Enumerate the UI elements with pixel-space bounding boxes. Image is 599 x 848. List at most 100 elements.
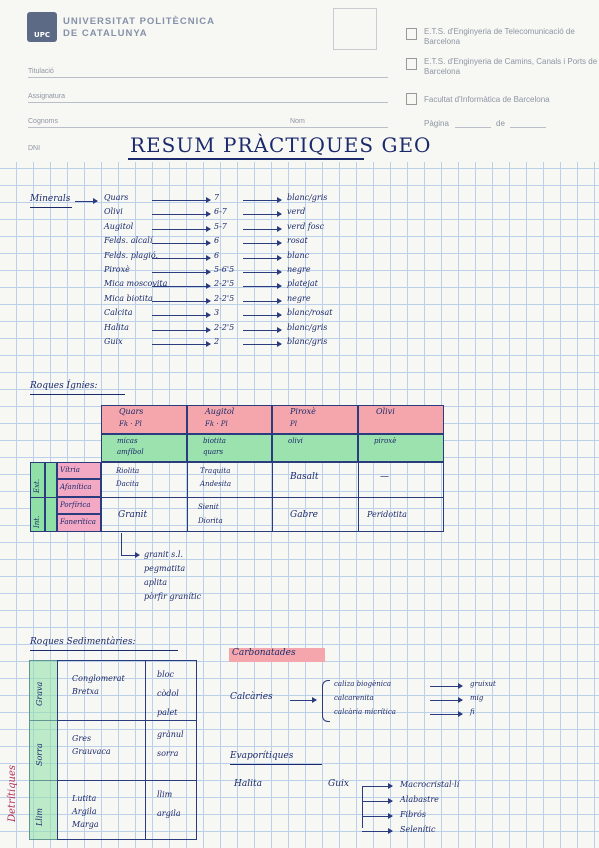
mineral-hardness: 6 (214, 250, 220, 260)
rock-ext: Basalt (290, 472, 319, 482)
arrow-icon (243, 297, 282, 304)
texture-label: Fanerítica (60, 518, 96, 526)
carbonates-rock: Calcàries (230, 692, 273, 702)
mineral-color: verd fosc (287, 221, 325, 231)
arrow-icon (362, 783, 393, 789)
carbonate-grain: gruixut (470, 680, 496, 688)
grain-size: llim (157, 790, 173, 799)
col-divider (358, 462, 359, 532)
mineral-header: Olivi (376, 407, 395, 416)
side-int: Int. (33, 515, 41, 528)
arrow-icon (362, 798, 393, 804)
field-nom: Nom (290, 118, 305, 125)
minerals-underline (30, 207, 72, 208)
checkbox-telecom[interactable] (406, 28, 417, 40)
mineral-secondary-cell (187, 434, 272, 462)
page-title: RESUM PRÀCTIQUES GEO (130, 133, 432, 157)
checkbox-fib[interactable] (406, 93, 417, 105)
mineral-secondary: piroxè (374, 437, 397, 445)
evaporite-variety: Alabastre (400, 795, 439, 804)
igneous-note: aplita (144, 578, 167, 587)
grain-size: bloc (157, 670, 174, 679)
rock-int: Diorita (198, 517, 223, 525)
carbonate-type: calcarenita (334, 694, 374, 702)
mineral-secondary-sub: quars (203, 448, 224, 456)
mineral-hardness: 6 (214, 236, 220, 246)
detritic-rock: Gres (72, 734, 92, 743)
arrow-icon (362, 828, 393, 834)
arrow-icon (152, 197, 211, 203)
arrow-icon (152, 283, 211, 290)
mineral-secondary-cell (358, 434, 444, 462)
page-label: Pàgina (424, 119, 449, 128)
minerals-heading: Minerals (30, 194, 71, 204)
mineral-header-cell (101, 405, 187, 434)
col-divider (272, 462, 273, 532)
arrow-icon (152, 341, 211, 347)
school-camins: E.T.S. d'Enginyeria de Camins, Canals i … (424, 57, 598, 76)
arrow-icon (290, 697, 317, 703)
evaporites-underline (230, 764, 322, 765)
mineral-header: Piroxè (290, 407, 316, 416)
rock-int: Gabre (290, 510, 318, 520)
mineral-color: blanc/gris (287, 337, 328, 346)
evaporite-rock: Halita (234, 779, 262, 789)
evaporite-variety: Macrocristal·lí (400, 780, 460, 789)
col-divider (187, 462, 188, 532)
arrow-icon (152, 269, 211, 275)
field-assignatura: Assignatura (28, 93, 65, 100)
field-cognoms: Cognoms (28, 118, 58, 125)
mineral-name: Guix (104, 337, 123, 346)
rock-int: Peridotita (367, 510, 407, 519)
grain-size: palet (157, 708, 178, 717)
university-name: UNIVERSITAT POLITÈCNICA DE CATALUNYA (63, 16, 215, 39)
mineral-name: Felds. plagió. (104, 250, 159, 260)
evaporite-variety: Fibrós (400, 810, 426, 819)
mineral-color: negre (287, 293, 311, 303)
brace-icon (322, 680, 330, 722)
mineral-header-sub: Fk · Pl (205, 420, 228, 428)
carbonate-type: caliza biogènica (334, 680, 392, 688)
mineral-secondary: olivi (288, 437, 303, 445)
mineral-name: Halita (104, 322, 129, 332)
mineral-color: negre (287, 265, 311, 274)
grain-size: sorra (157, 749, 179, 758)
igneous-note: granit s.l. (144, 550, 183, 559)
sedimentary-heading: Roques Sedimentàries: (30, 637, 136, 647)
arrow-icon (152, 297, 211, 304)
mineral-name: Olivi (104, 207, 123, 217)
checkbox-camins[interactable] (406, 58, 417, 70)
row-divider (29, 720, 197, 721)
evaporites-heading: Evaporítiques (230, 751, 294, 761)
arrow-icon (243, 283, 282, 290)
texture-label: Porfírica (60, 501, 91, 509)
texture-cell (57, 479, 101, 497)
mineral-secondary-cell (101, 434, 187, 462)
school-fib: Facultat d'Informàtica de Barcelona (424, 95, 550, 104)
igneous-note: pòrfir granític (144, 592, 202, 601)
mineral-hardness: 5-6'5 (214, 265, 235, 274)
evaporite-variety: Selenític (400, 825, 436, 834)
rock-ext: — (380, 472, 389, 482)
rock-ext: Traquita (200, 467, 231, 475)
detritic-rock: Conglomerat (72, 674, 125, 683)
of-label: de (496, 119, 505, 128)
evaporite-rock: Guix (328, 779, 349, 789)
detritic-rock: Bretxa (72, 687, 99, 696)
igneous-note: pegmatita (144, 564, 186, 573)
arrow-icon (243, 197, 282, 203)
carbonate-grain: mig (470, 694, 484, 702)
carbonate-type: calcària micrítica (334, 708, 396, 716)
mineral-color: blanc/gris (287, 193, 328, 202)
arrow-icon (243, 269, 282, 275)
mineral-hardness: 2-2'5 (214, 279, 235, 289)
grain-size: còdol (157, 689, 179, 698)
texture-cell (57, 514, 101, 532)
mineral-hardness: 7 (214, 193, 220, 202)
side-divider (30, 497, 57, 498)
row-divider (30, 497, 444, 498)
arrow-icon (430, 697, 463, 703)
mineral-name: Mica biotita (104, 293, 153, 303)
rock-int: Granit (118, 510, 148, 520)
detritic-rock: Marga (72, 820, 99, 829)
